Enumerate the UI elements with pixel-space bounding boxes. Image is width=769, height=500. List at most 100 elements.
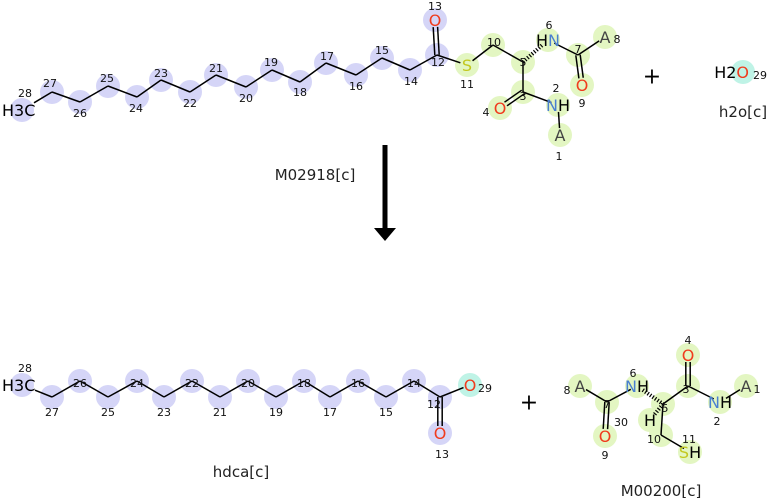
- atom-number-M00200-6: 6: [630, 367, 637, 380]
- bond-hdca-14-12: [413, 380, 441, 398]
- bond-M00200-6-5-stereo: [641, 388, 665, 406]
- bond-reactant-thioester-2-1: [557, 111, 561, 129]
- atom-number-hdca-28: 28: [18, 362, 32, 375]
- bond-M00200-2-1: [725, 389, 741, 399]
- bond-hdca-16-15: [357, 380, 387, 398]
- bond-hdca-12-29: [439, 386, 464, 398]
- bond-reactant-thioester-15-14: [381, 57, 411, 71]
- atom-highlight-hdca-29: [458, 373, 482, 397]
- atom-label-M00200-8: A: [575, 377, 586, 396]
- atom-number-reactant-thioester-5: 5: [520, 56, 527, 69]
- atom-label-M00200-6: NH: [625, 377, 649, 396]
- atom-number-hdca-27: 27: [45, 406, 59, 419]
- bond-hdca-23-22: [163, 380, 193, 398]
- atom-label-M00200-11: SH: [679, 443, 701, 462]
- atom-label-M00200-9: O: [599, 427, 612, 446]
- atom-number-M00200-11: 11: [682, 433, 696, 446]
- atom-number-reactant-thioester-9: 9: [579, 97, 586, 110]
- atom-label-hdca-29: O: [464, 376, 477, 395]
- atom-highlight-reactant-thioester-13: [423, 8, 447, 32]
- atom-number-hdca-18: 18: [297, 377, 311, 390]
- atom-label-hdca-13: O: [434, 424, 447, 443]
- atom-number-reactant-thioester-7: 7: [575, 43, 582, 56]
- bond-reactant-thioester-12-13: [436, 26, 440, 55]
- bond-reactant-thioester-20-19: [245, 69, 273, 88]
- bond-reactant-thioester-21-20: [215, 74, 247, 88]
- atom-number-hdca-22: 22: [185, 377, 199, 390]
- bond-hdca-20-19: [247, 380, 277, 398]
- atom-number-reactant-thioester-21: 21: [209, 62, 223, 75]
- atom-number-reactant-thioester-26: 26: [73, 107, 87, 120]
- atom-label-reactant-thioester-13: O: [429, 11, 442, 30]
- atom-number-reactant-thioester-25: 25: [100, 72, 114, 85]
- atom-label-reactant-thioester-6: HN: [536, 31, 560, 50]
- atom-label-M00200-2: NH: [708, 393, 732, 412]
- bond-reactant-thioester-25-24: [107, 85, 138, 98]
- atom-highlight-reactant-thioester-9: [570, 73, 594, 97]
- atom-number-reactant-thioester-8: 8: [614, 33, 621, 46]
- atom-number-reactant-thioester-4: 4: [483, 106, 490, 119]
- atom-number-reactant-thioester-14: 14: [404, 75, 418, 88]
- atom-number-hdca-16: 16: [351, 377, 365, 390]
- bond-reactant-thioester-3-2: [522, 91, 552, 104]
- atom-number-reactant-thioester-15: 15: [375, 44, 389, 57]
- atom-number-reactant-thioester-27: 27: [43, 77, 57, 90]
- atom-label-water-29: H2O: [714, 63, 749, 82]
- bond-reactant-thioester-27-26: [51, 91, 81, 103]
- bond-reactant-thioester-3-4: [504, 89, 523, 103]
- atom-number-hdca-15: 15: [379, 406, 393, 419]
- atom-highlight-reactant-thioester-2: [546, 93, 570, 117]
- bonds: [33, 26, 741, 450]
- bond-hdca-22-21: [191, 380, 221, 398]
- bond-reactant-thioester-12-11: [436, 54, 461, 64]
- atom-number-reactant-thioester-3: 3: [520, 90, 527, 103]
- atom-number-M00200-2: 2: [714, 415, 721, 428]
- atom-number-reactant-thioester-11: 11: [460, 78, 474, 91]
- molecule-name-hdca: hdca[c]: [212, 463, 270, 481]
- bond-reactant-thioester-7-8: [577, 40, 600, 56]
- bond-reactant-thioester-18-17: [299, 62, 327, 83]
- atom-number-reactant-thioester-23: 23: [154, 67, 168, 80]
- bond-hdca-19-18: [275, 380, 305, 398]
- atom-number-hdca-19: 19: [269, 406, 283, 419]
- atom-number-hdca-29: 29: [478, 382, 492, 395]
- bond-M00200-3-2: [687, 385, 715, 400]
- bond-M00200-10-11: [660, 434, 685, 450]
- atom-highlight-M00200-11: [678, 440, 702, 464]
- atom-number-reactant-thioester-18: 18: [293, 86, 307, 99]
- bond-M00200-7-9-second: [606, 402, 610, 430]
- atom-label-reactant-thioester-28: H3C: [2, 101, 35, 120]
- bond-reactant-thioester-28-27: [33, 91, 53, 104]
- atom-label-reactant-thioester-2: NH: [546, 96, 570, 115]
- bond-reactant-thioester-12-13-second: [432, 27, 436, 56]
- bond-M00200-7-9: [602, 401, 606, 429]
- bond-reactant-thioester-5-6-stereo: [521, 43, 545, 64]
- atom-number-hdca-21: 21: [213, 406, 227, 419]
- atom-number-reactant-thioester-13: 13: [428, 0, 442, 13]
- bond-M00200-5-30-stereo: [652, 402, 665, 416]
- bond-reactant-thioester-24-23: [136, 79, 162, 98]
- bond-reactant-thioester-14-12: [409, 54, 438, 71]
- atom-number-reactant-thioester-28: 28: [18, 87, 32, 100]
- atom-number-M00200-30: 30: [614, 416, 628, 429]
- atom-number-M00200-10: 10: [647, 433, 661, 446]
- atom-number-hdca-26: 26: [73, 377, 87, 390]
- atom-label-reactant-thioester-11: S: [462, 56, 472, 75]
- atom-label-M00200-4: O: [682, 346, 695, 365]
- bond-hdca-25-24: [107, 380, 138, 398]
- atom-highlight-hdca-13: [428, 421, 452, 445]
- bond-hdca-28-27: [34, 389, 53, 398]
- bond-reactant-thioester-10-5: [492, 44, 524, 63]
- bond-hdca-17-16: [329, 380, 359, 398]
- atom-number-hdca-12: 12: [427, 398, 441, 411]
- atom-number-hdca-23: 23: [157, 406, 171, 419]
- atom-number-reactant-thioester-10: 10: [487, 36, 501, 49]
- molecule-name-water: h2o[c]: [718, 103, 768, 121]
- bond-reactant-thioester-11-10: [472, 44, 494, 62]
- atom-number-reactant-thioester-12: 12: [431, 56, 445, 69]
- atom-number-hdca-24: 24: [130, 377, 144, 390]
- molecule-name-M00200: M00200[c]: [620, 482, 702, 500]
- atom-number-reactant-thioester-20: 20: [239, 92, 253, 105]
